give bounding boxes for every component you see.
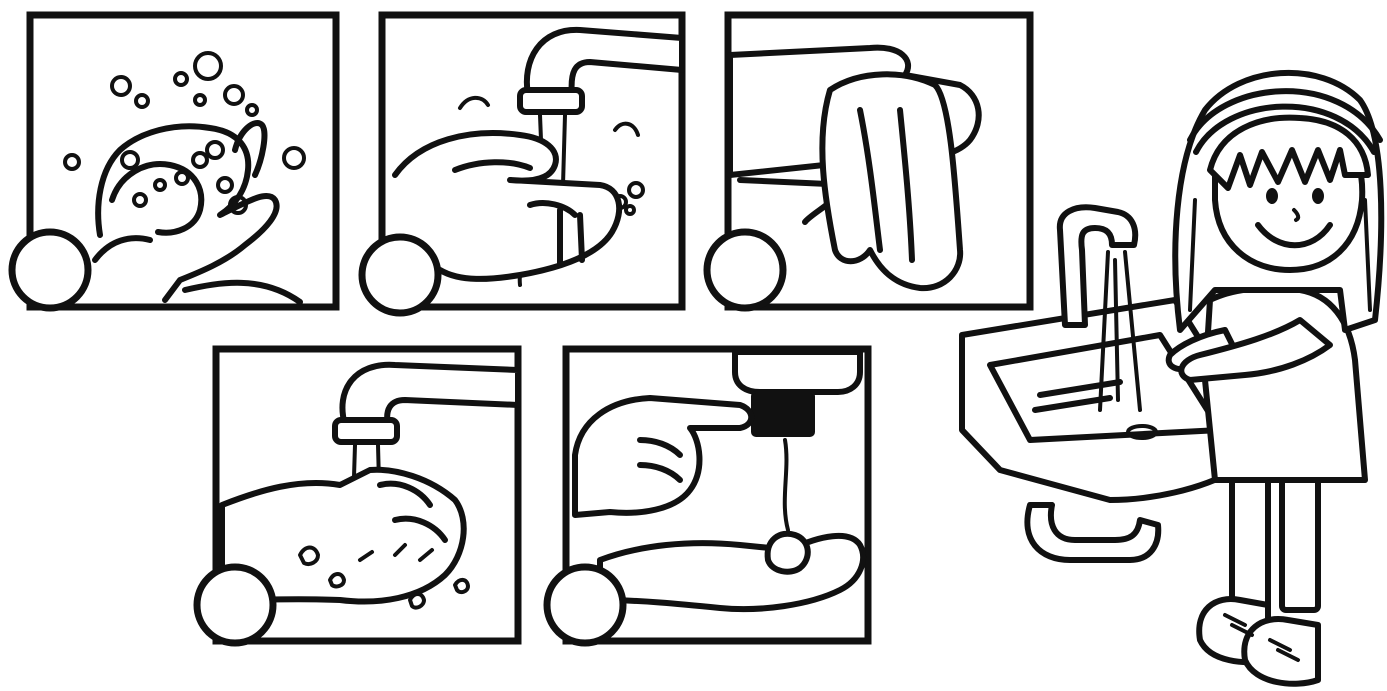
step-number-circle (197, 567, 273, 643)
step-number-circle (547, 567, 623, 643)
step-number-circle (707, 232, 783, 308)
panel-wet-hands (197, 349, 518, 643)
panel-dry-with-towel (707, 15, 1030, 308)
step-number-circle (12, 232, 88, 308)
panel-apply-soap (547, 349, 868, 643)
panel-rinse-under-tap (362, 15, 682, 313)
step-number-circle (362, 237, 438, 313)
panel-scrub-with-soap (12, 15, 336, 308)
